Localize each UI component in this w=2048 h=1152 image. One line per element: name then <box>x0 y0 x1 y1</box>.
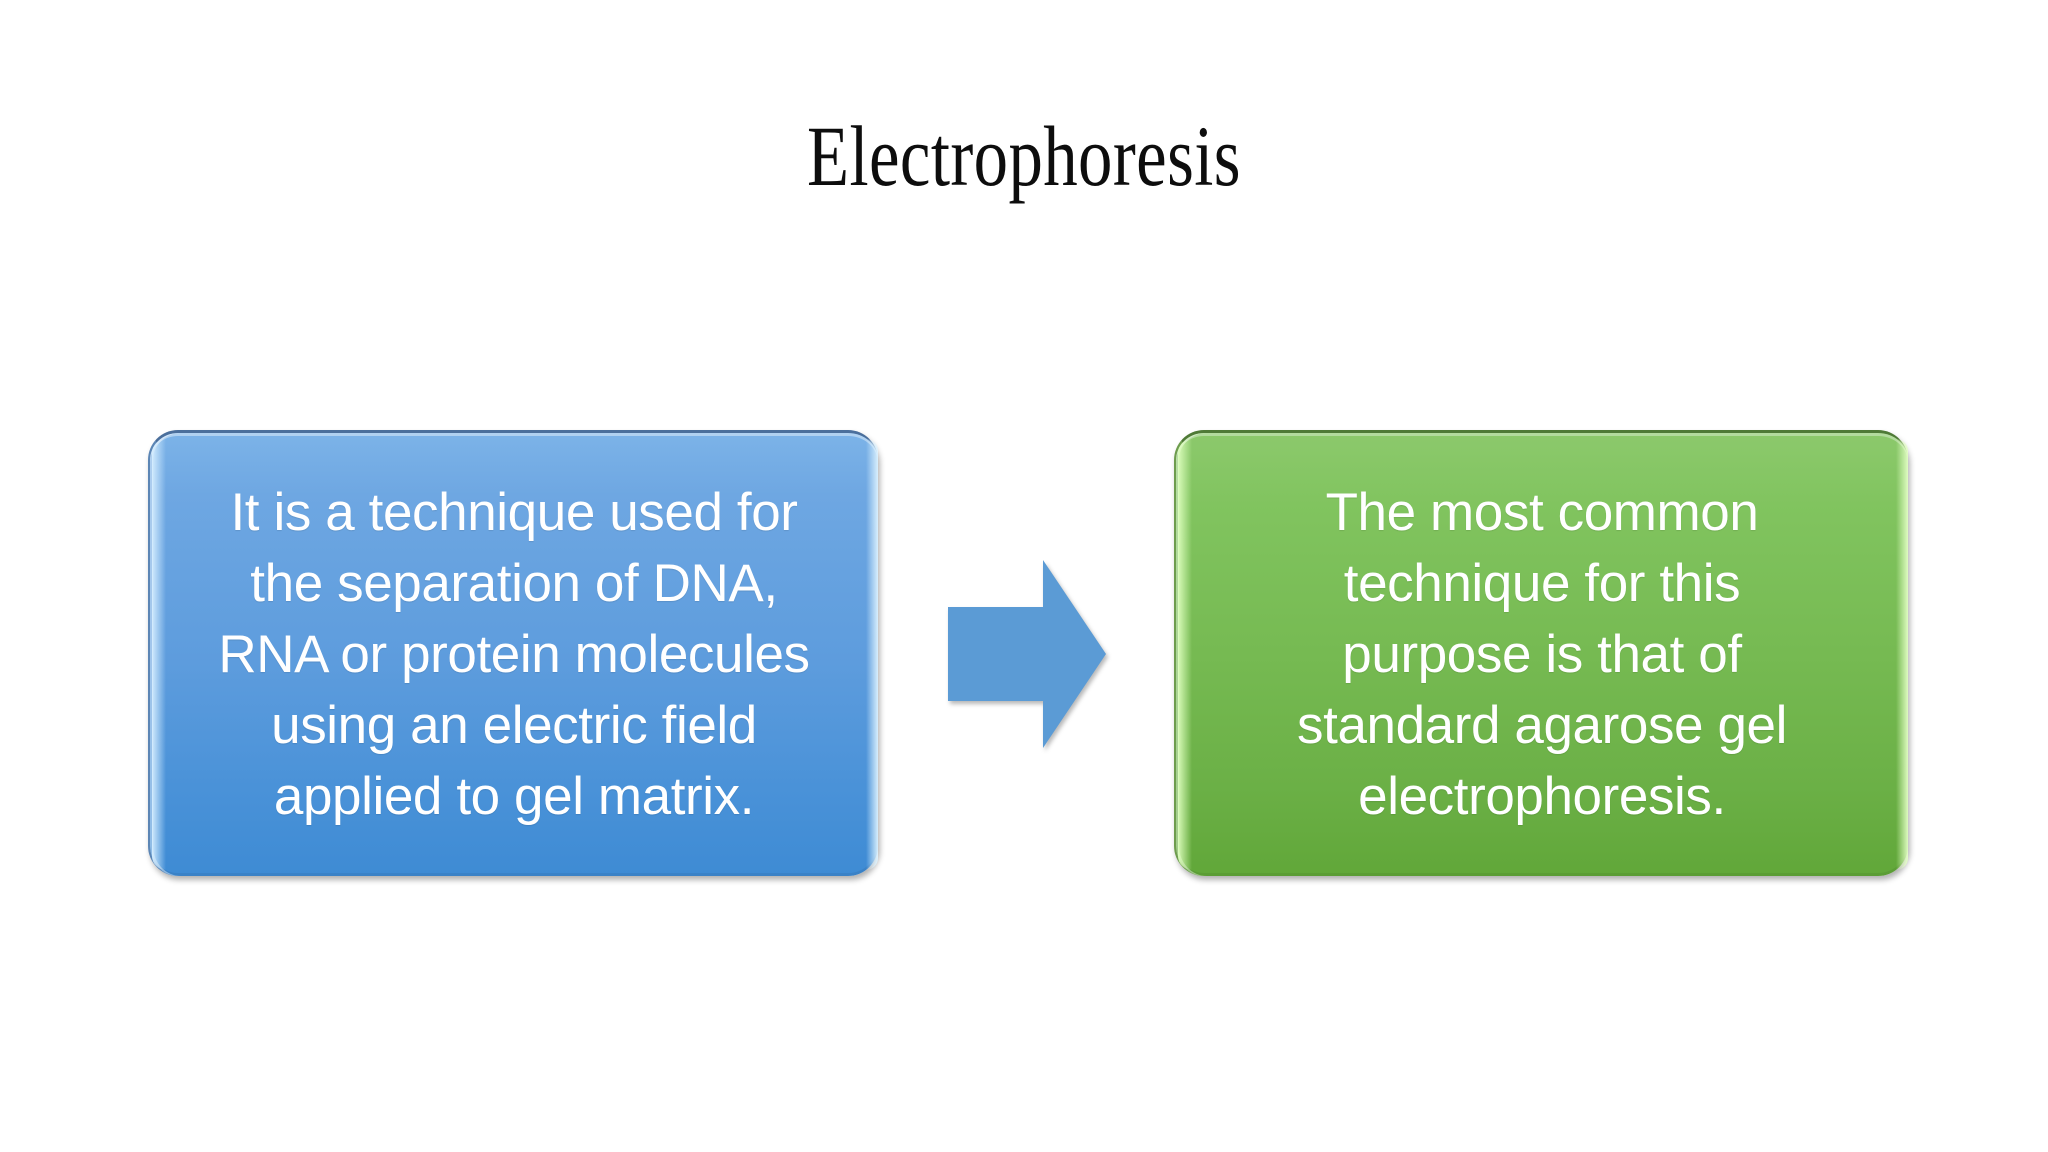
right-arrow-icon <box>948 560 1106 748</box>
flow-box-common-technique-text: The most common technique for this purpo… <box>1297 483 1787 826</box>
flow-box-common-technique[interactable]: The most common technique for this purpo… <box>1174 430 1908 876</box>
page-title: Electrophoresis <box>807 108 1241 204</box>
flow-box-definition[interactable]: It is a technique used for the separatio… <box>148 430 878 876</box>
flow-box-definition-text: It is a technique used for the separatio… <box>218 483 810 826</box>
